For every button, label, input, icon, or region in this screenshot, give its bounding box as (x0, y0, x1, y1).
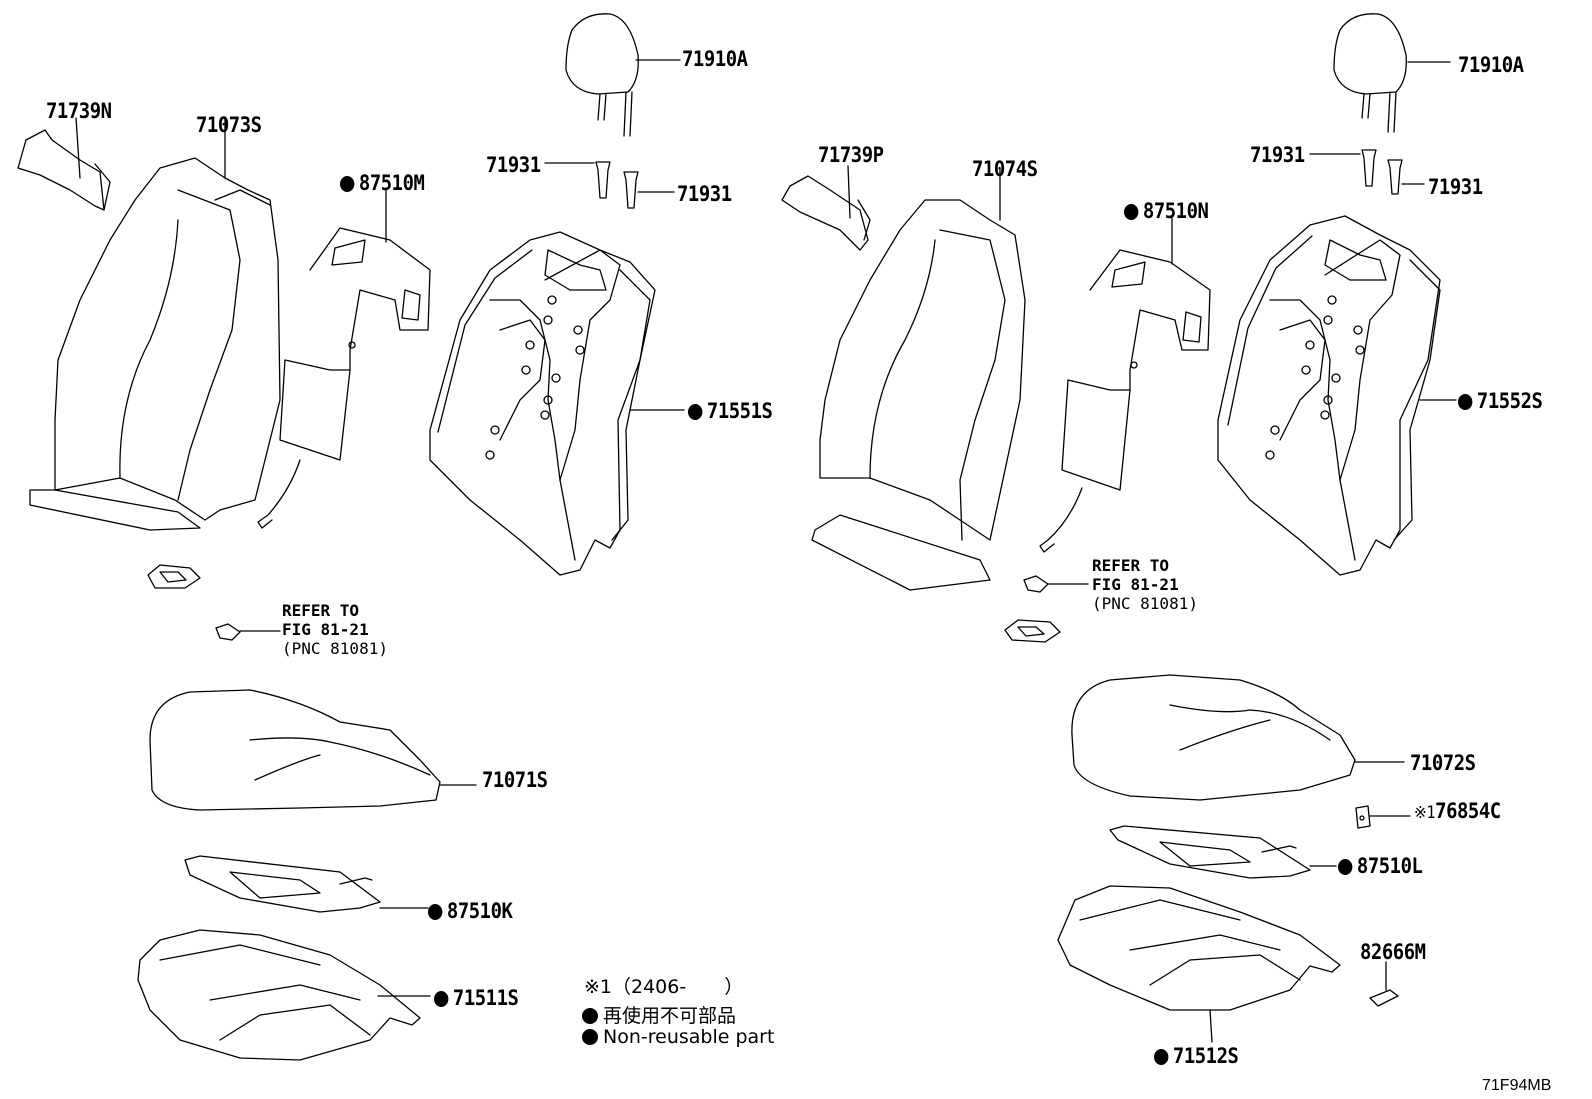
nonreusable-dot (582, 1029, 598, 1045)
headrest-guides-right (1309, 149, 1425, 195)
back-pad-left (29, 117, 281, 531)
callout-heater-back-right: 87510N (1124, 199, 1209, 223)
cushion-cover-right (1057, 885, 1341, 1043)
legend-nonreusable-en: Non-reusable part (582, 1026, 774, 1048)
nonreusable-dot (1458, 394, 1473, 410)
connector-right (1023, 575, 1089, 593)
callout-guide-right-b: 71931 (1428, 175, 1483, 199)
callout-cushion-cover-left: 71511S (434, 986, 519, 1010)
bracket-note-mark: ※1 (1414, 803, 1436, 823)
reference-note-right: REFER TO FIG 81-21 (PNC 81081) (1092, 556, 1198, 613)
callout-side-part-right: 71739P (818, 143, 884, 167)
bracket-right (1355, 805, 1411, 829)
callout-heater-cushion-right: 87510L (1338, 854, 1423, 878)
callout-cushion-pad-left: 71071S (482, 768, 548, 792)
cushion-pad-left (149, 689, 477, 811)
callout-bracket-right: ※176854C (1414, 799, 1501, 823)
legend-date-note: ※1（2406- ） (584, 976, 744, 998)
side-part-left (17, 117, 111, 211)
nonreusable-dot (1338, 859, 1353, 875)
nonreusable-dot (1124, 204, 1139, 220)
side-part-right (781, 165, 871, 251)
callout-back-pad-right: 71074S (972, 157, 1038, 181)
heater-cushion-right (1109, 825, 1337, 879)
heater-back-left (257, 189, 431, 529)
callout-headrest-left: 71910A (682, 47, 748, 71)
clip-82666m (1369, 961, 1399, 1007)
nonreusable-dot (434, 991, 449, 1007)
headrest-right (1333, 13, 1451, 133)
callout-back-cover-left: 71551S (688, 399, 773, 423)
nonreusable-dot (428, 904, 443, 920)
callout-guide-left-a: 71931 (486, 153, 541, 177)
back-cover-left (429, 231, 685, 576)
callout-cushion-pad-right: 71072S (1410, 751, 1476, 775)
nonreusable-dot (582, 1008, 598, 1024)
heater-cushion-left (184, 855, 429, 913)
cushion-cover-left (137, 929, 431, 1061)
back-cover-right (1217, 215, 1457, 576)
callout-clip-right: 82666M (1360, 940, 1426, 964)
headrest-left (565, 13, 681, 137)
headrest-guides-left (544, 161, 675, 209)
callout-heater-back-left: 87510M (340, 171, 425, 195)
nonreusable-dot (340, 176, 355, 192)
callout-back-cover-right: 71552S (1458, 389, 1543, 413)
cushion-pad-right (1071, 674, 1405, 801)
legend-nonreusable-jp: 再使用不可部品 (582, 1001, 736, 1028)
callout-side-part-left: 71739N (46, 99, 112, 123)
callout-guide-right-a: 71931 (1250, 143, 1305, 167)
reference-note-left: REFER TO FIG 81-21 (PNC 81081) (282, 601, 388, 658)
callout-cushion-cover-right: 71512S (1154, 1044, 1239, 1068)
back-pad-right (811, 167, 1026, 591)
callout-headrest-right: 71910A (1458, 53, 1524, 77)
clip-left (147, 564, 201, 589)
clip-right (1004, 619, 1061, 643)
diagram-code: 71F94MB (1482, 1077, 1552, 1094)
callout-back-pad-left: 71073S (196, 113, 262, 137)
connector-left (215, 623, 281, 641)
callout-heater-cushion-left: 87510K (428, 899, 513, 923)
heater-back-right (1039, 215, 1211, 553)
callout-guide-left-b: 71931 (677, 182, 732, 206)
nonreusable-dot (688, 404, 703, 420)
nonreusable-dot (1154, 1049, 1169, 1065)
